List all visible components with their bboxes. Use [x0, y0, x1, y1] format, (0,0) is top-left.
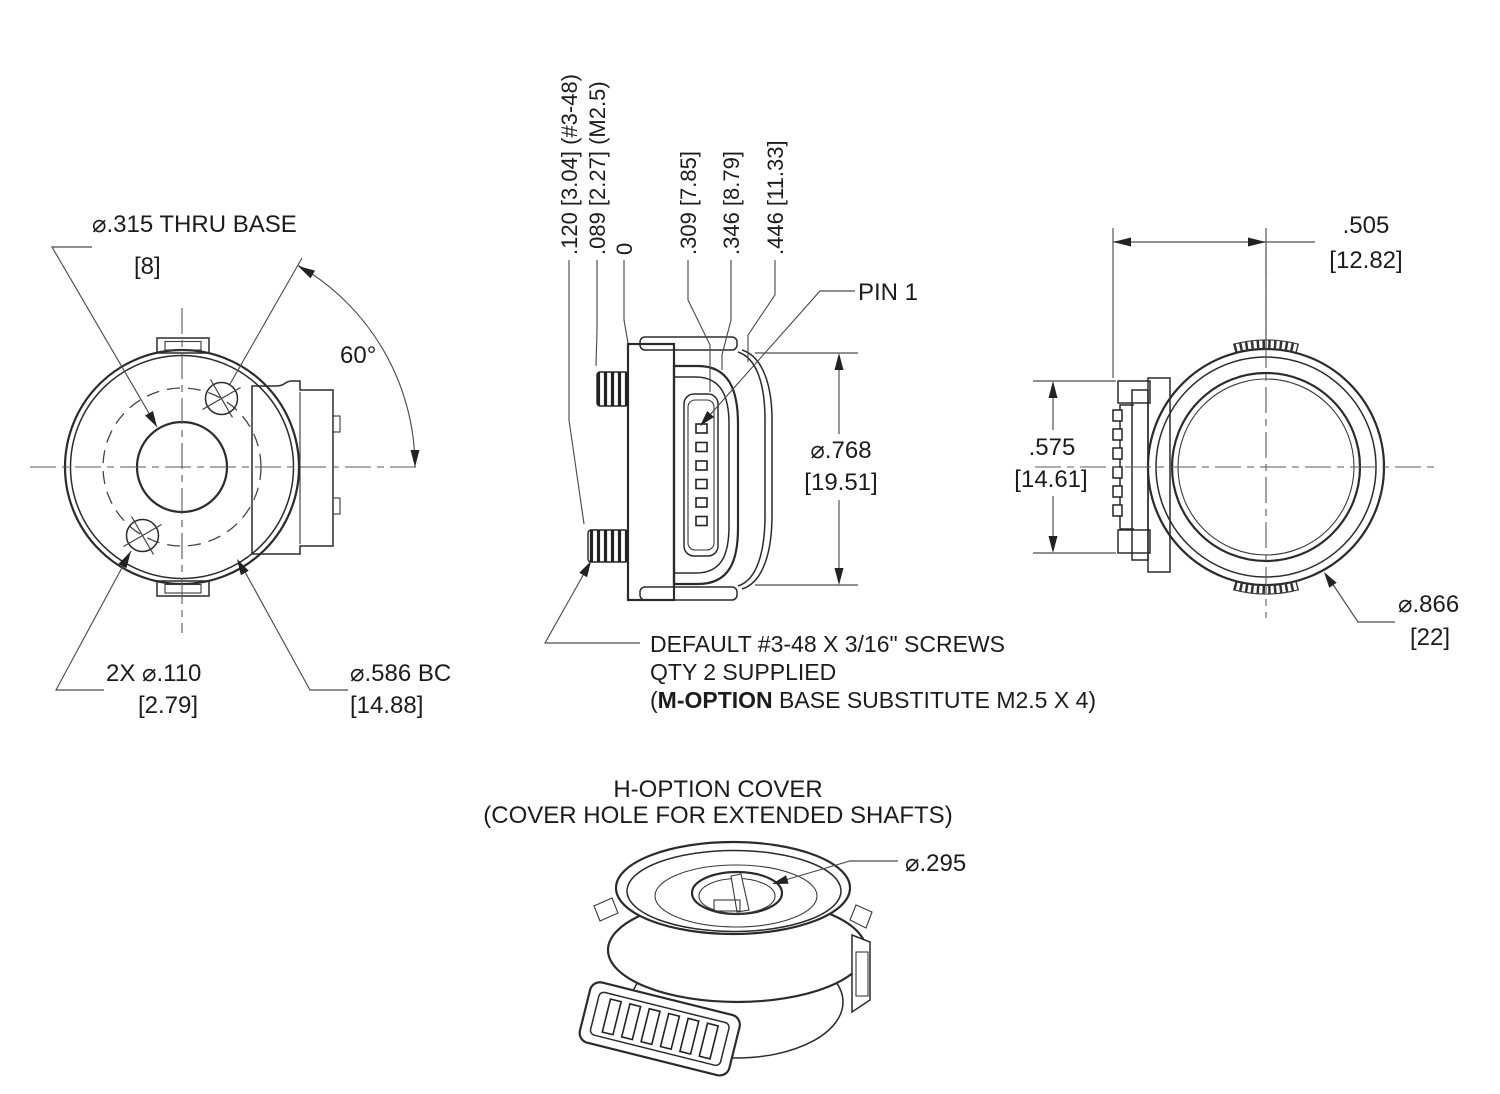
- iso-ear-right: [849, 904, 873, 929]
- side-dia-label: ⌀.768: [810, 437, 871, 464]
- side-cap-bottom: [639, 586, 738, 601]
- side-connector-housing: [672, 364, 740, 586]
- rear-view: .505 [12.82] .575 [14.61] ⌀.866 [22]: [1014, 212, 1459, 651]
- rear-knurl-top: [1233, 340, 1299, 354]
- iso-view: H-OPTION COVER (COVER HOLE FOR EXTENDED …: [483, 776, 966, 1077]
- side-note-line2: QTY 2 SUPPLIED: [650, 659, 836, 685]
- side-offset-089-label: .089 [2.27] (M2.5): [585, 81, 610, 255]
- rear-width-label: .505: [1343, 212, 1390, 239]
- front-angle-arc: [298, 265, 416, 468]
- front-tab-top: [156, 337, 210, 354]
- iso-ear-left: [593, 897, 619, 922]
- iso-right-clamp: [851, 933, 871, 1014]
- side-body-curve-outer: [741, 349, 773, 590]
- rear-connector-teeth: [1112, 409, 1123, 517]
- front-view: 60° ⌀.315 THRU BASE [8] 2X ⌀.110 [2.79] …: [30, 211, 451, 719]
- front-bc-leader: [238, 560, 348, 691]
- front-holes-dim-label: 2X ⌀.110: [106, 660, 201, 687]
- front-bore-dim-label: ⌀.315 THRU BASE: [92, 211, 297, 238]
- side-offset-346-label: .346 [8.79]: [719, 151, 744, 255]
- side-view: .120 [3.04] (#3-48) .089 [2.27] (M2.5) 0…: [544, 74, 1096, 713]
- side-offset-446-label: .446 [11.33]: [763, 140, 788, 255]
- front-angle-extension-line: [229, 257, 303, 385]
- side-connector-pins: [695, 423, 708, 527]
- iso-title-line2: (COVER HOLE FOR EXTENDED SHAFTS): [483, 802, 952, 829]
- side-connector-housing-inner: [674, 376, 730, 574]
- rear-connector-flange-bottom: [1117, 529, 1151, 554]
- rear-knurl-bottom: [1233, 580, 1299, 594]
- side-screw-top: [596, 371, 629, 407]
- iso-hole-leader: [774, 860, 898, 884]
- side-note-line3: (M-OPTION BASE SUBSTITUTE M2.5 X 4): [650, 687, 1096, 713]
- side-offset-0-label: 0: [612, 243, 637, 255]
- rear-connector-plate: [1147, 377, 1171, 573]
- rear-dia-leader: [1325, 573, 1395, 623]
- iso-connector: [578, 981, 741, 1077]
- rear-connector-flange-top: [1117, 380, 1151, 404]
- iso-hole-label: ⌀.295: [905, 850, 966, 877]
- front-connector-profile: [251, 380, 334, 555]
- side-note-leader: [544, 562, 640, 644]
- rear-dia-mm: [22]: [1410, 624, 1450, 651]
- front-bc-dim-mm: [14.88]: [350, 692, 423, 719]
- rear-dia-label: ⌀.866: [1398, 591, 1459, 618]
- side-pin-slot: [683, 393, 719, 557]
- rear-height-label: .575: [1029, 434, 1076, 461]
- side-offset-120-label: .120 [3.04] (#3-48): [557, 74, 582, 255]
- front-bc-dim-label: ⌀.586 BC: [350, 660, 451, 687]
- front-hole-lower: [125, 518, 160, 553]
- front-holes-dim-mm: [2.79]: [138, 692, 198, 719]
- side-offset-309-label: .309 [7.85]: [676, 151, 701, 255]
- iso-cover-face: [654, 864, 818, 928]
- front-angle-label: 60°: [340, 342, 376, 369]
- side-note-line3-open: (: [650, 687, 658, 713]
- side-pin1-leader: [700, 290, 855, 426]
- side-screw-bottom: [587, 529, 629, 563]
- front-hole-upper: [204, 381, 239, 416]
- front-holes-leader: [55, 550, 132, 691]
- side-offset-leaders: [568, 260, 776, 525]
- side-note-line3-rest: BASE SUBSTITUTE M2.5 X 4): [773, 687, 1096, 713]
- rear-height-mm: [14.61]: [1014, 466, 1087, 493]
- side-base-plate: [626, 342, 676, 602]
- front-bore-leader: [50, 246, 158, 428]
- side-note-line3-bold: M-OPTION: [658, 687, 773, 713]
- side-body-curve-inner: [737, 351, 766, 587]
- side-cap-top: [639, 336, 738, 351]
- side-pin1-label: PIN 1: [858, 279, 918, 306]
- front-tab-bottom: [156, 580, 210, 597]
- front-bore-dim-mm: [8]: [134, 253, 161, 280]
- side-dia-mm: [19.51]: [804, 469, 877, 496]
- side-note-line1: DEFAULT #3-48 X 3/16" SCREWS: [650, 631, 1005, 657]
- side-offset-labels: .120 [3.04] (#3-48) .089 [2.27] (M2.5) 0…: [557, 74, 788, 255]
- iso-title-line1: H-OPTION COVER: [613, 776, 822, 803]
- rear-width-mm: [12.82]: [1329, 247, 1402, 274]
